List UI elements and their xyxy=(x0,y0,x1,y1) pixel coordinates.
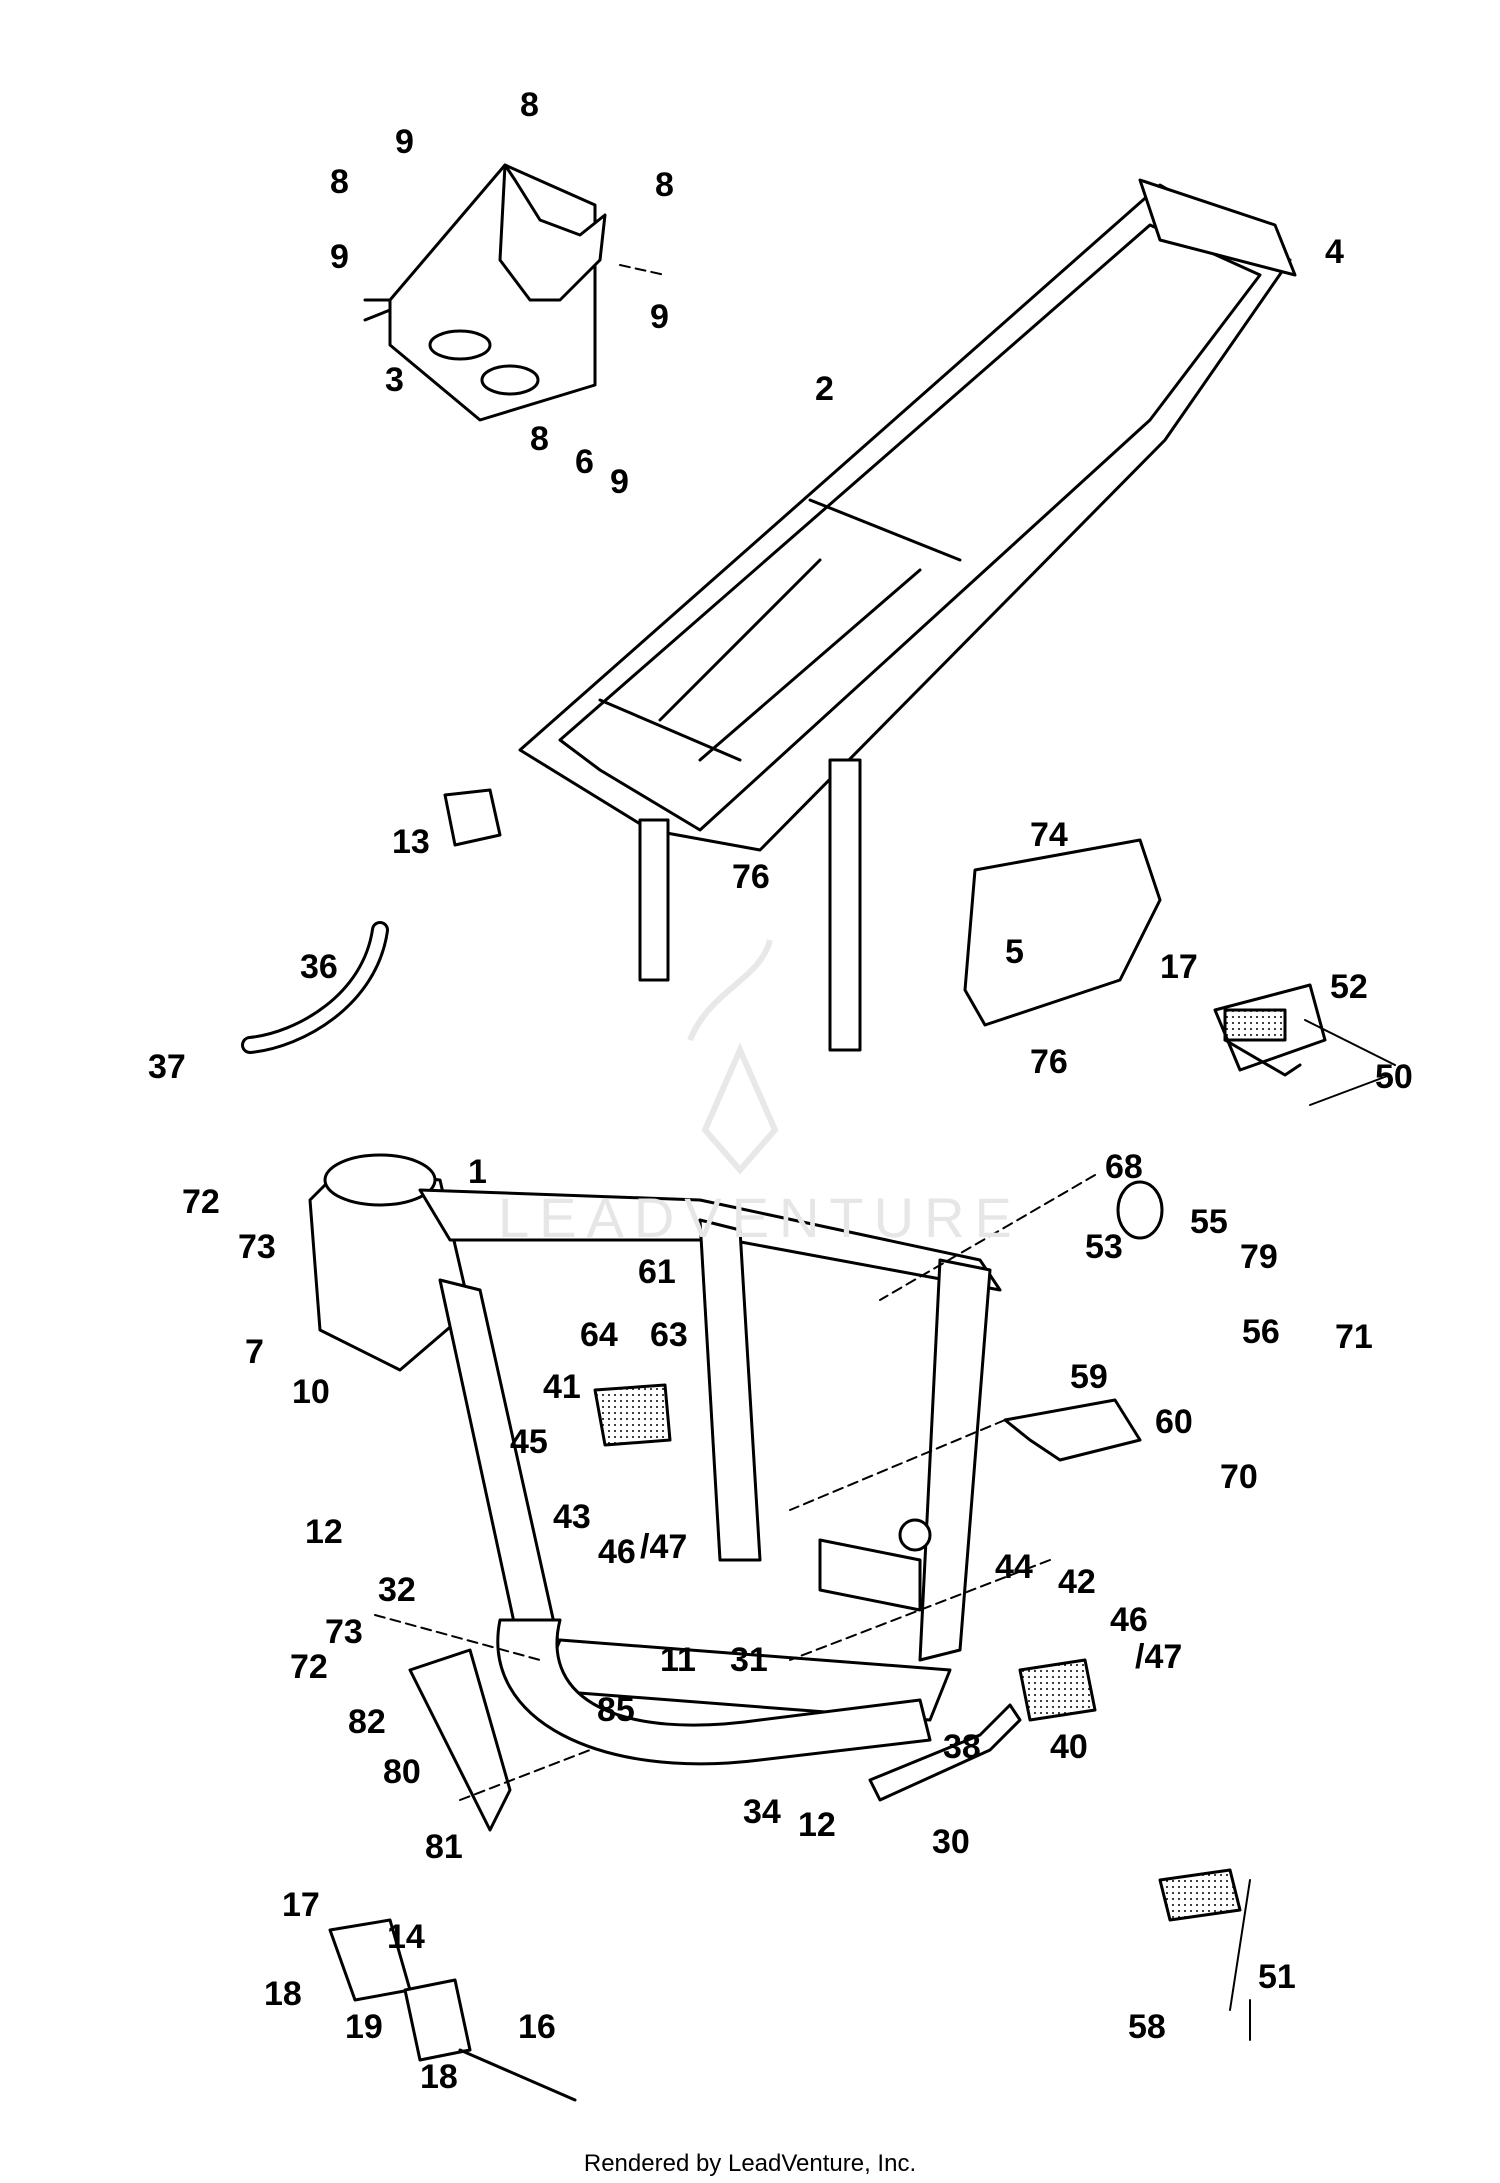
callout-c18b: 18 xyxy=(420,2058,458,2096)
watermark-text: LEADVENTURE xyxy=(498,1186,1022,1249)
callout-c63: 63 xyxy=(650,1316,688,1354)
callout-c53: 53 xyxy=(1085,1228,1123,1266)
callout-c12a: 12 xyxy=(305,1513,343,1551)
callout-c14: 14 xyxy=(387,1918,425,1956)
bumper-block-part xyxy=(443,788,502,847)
callout-c43: 43 xyxy=(553,1498,591,1536)
callout-c1: 1 xyxy=(468,1153,487,1191)
callout-c12b: 12 xyxy=(798,1806,836,1844)
heel-guard-part xyxy=(1003,1398,1142,1462)
callout-c59: 59 xyxy=(1070,1358,1108,1396)
callout-c2: 2 xyxy=(815,370,834,408)
callout-c30: 30 xyxy=(932,1823,970,1861)
callout-c76a: 76 xyxy=(732,858,770,896)
callout-c61: 61 xyxy=(638,1253,676,1291)
callout-c64: 64 xyxy=(580,1316,618,1354)
callout-c17a: 17 xyxy=(1160,948,1198,986)
chain-guard-part xyxy=(408,1648,512,1832)
callout-c68: 68 xyxy=(1105,1148,1143,1186)
callout-c13: 13 xyxy=(392,823,430,861)
callout-c41: 41 xyxy=(543,1368,581,1406)
left-footpeg-part xyxy=(593,1383,672,1447)
callout-c52: 52 xyxy=(1330,968,1368,1006)
callout-c82: 82 xyxy=(348,1703,386,1741)
callout-c8b: 8 xyxy=(330,163,349,201)
callout-c71: 71 xyxy=(1335,1318,1373,1356)
callout-c72a: 72 xyxy=(182,1183,220,1221)
callout-c17b: 17 xyxy=(282,1886,320,1924)
callout-c40: 40 xyxy=(1050,1728,1088,1766)
leader-lines xyxy=(374,264,1096,1801)
callout-c56: 56 xyxy=(1242,1313,1280,1351)
callout-c16: 16 xyxy=(518,2008,556,2046)
callout-c44: 44 xyxy=(995,1548,1033,1586)
callout-c9d: 9 xyxy=(610,463,629,501)
callout-c37: 37 xyxy=(148,1048,186,1086)
callout-c73b: 73 xyxy=(325,1613,363,1651)
callout-c8c: 8 xyxy=(655,166,674,204)
callout-c85: 85 xyxy=(597,1691,635,1729)
callout-c47a: /47 xyxy=(640,1528,688,1566)
callout-c76b: 76 xyxy=(1030,1043,1068,1081)
right-footpeg-part xyxy=(1018,1658,1097,1722)
callout-c8d: 8 xyxy=(530,420,549,458)
callout-c9c: 9 xyxy=(650,298,669,336)
callout-c6: 6 xyxy=(575,443,594,481)
callout-c46a: 46 xyxy=(598,1533,636,1571)
callout-c70: 70 xyxy=(1220,1458,1258,1496)
callout-c19: 19 xyxy=(345,2008,383,2046)
main-frame-part xyxy=(308,1153,1002,1766)
callout-c18a: 18 xyxy=(264,1975,302,2013)
callout-c72b: 72 xyxy=(290,1648,328,1686)
callout-c4: 4 xyxy=(1325,233,1344,271)
brake-pedal-part xyxy=(868,1703,1022,1802)
callout-c42: 42 xyxy=(1058,1563,1096,1601)
callout-c58: 58 xyxy=(1128,2008,1166,2046)
rear-subframe-part xyxy=(518,178,1297,1052)
callout-c74: 74 xyxy=(1030,816,1068,854)
callout-c81: 81 xyxy=(425,1828,463,1866)
callout-c80: 80 xyxy=(383,1753,421,1791)
callout-c31: 31 xyxy=(730,1641,768,1679)
callout-c34: 34 xyxy=(743,1793,781,1831)
callout-c79: 79 xyxy=(1240,1238,1278,1276)
callout-c45: 45 xyxy=(510,1423,548,1461)
callout-c9b: 9 xyxy=(330,238,349,276)
callout-c11: 11 xyxy=(660,1641,696,1679)
callout-c5: 5 xyxy=(1005,933,1024,971)
callout-c3: 3 xyxy=(385,361,404,399)
callout-c51: 51 xyxy=(1258,1958,1296,1996)
callout-c9a: 9 xyxy=(395,123,414,161)
callout-c73a: 73 xyxy=(238,1228,276,1266)
watermark-logo xyxy=(687,939,779,1175)
callout-c10: 10 xyxy=(292,1373,330,1411)
callout-c36: 36 xyxy=(300,948,338,986)
callout-c60: 60 xyxy=(1155,1403,1193,1441)
callout-c55: 55 xyxy=(1190,1203,1228,1241)
rendered-by-footer: Rendered by LeadVenture, Inc. xyxy=(583,2150,917,2177)
callout-c8a: 8 xyxy=(520,86,539,124)
footrest-assembly-part xyxy=(1213,983,1327,1077)
callout-c50: 50 xyxy=(1375,1058,1413,1096)
callout-c38: 38 xyxy=(943,1728,981,1766)
side-plate-part xyxy=(963,838,1162,1027)
footrest-pad-part xyxy=(1158,1868,1242,1922)
callout-c46b: 46 xyxy=(1110,1601,1148,1639)
bushing-part xyxy=(1116,1180,1164,1240)
callout-c47b: /47 xyxy=(1135,1638,1183,1676)
skid-bracket-part xyxy=(363,163,607,422)
callout-c32: 32 xyxy=(378,1571,416,1609)
callout-c7: 7 xyxy=(245,1333,264,1371)
